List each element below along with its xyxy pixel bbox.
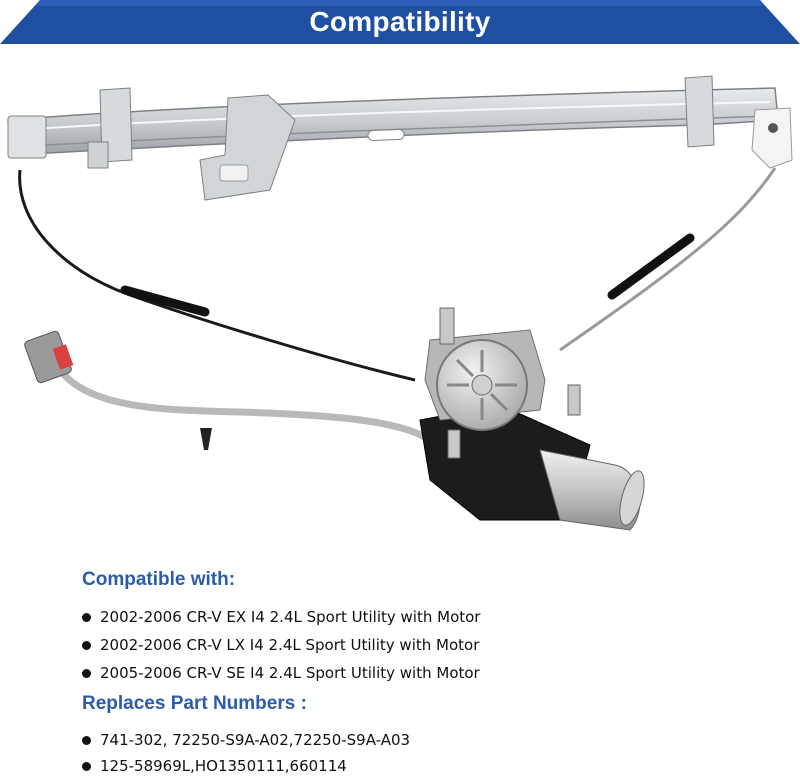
bullet-icon [82, 613, 91, 622]
replaces-part-numbers-heading: Replaces Part Numbers : [82, 693, 307, 714]
banner-title: Compatibility [309, 6, 491, 37]
list-item: 2005-2006 CR-V SE I4 2.4L Sport Utility … [82, 659, 480, 687]
bullet-icon [82, 669, 91, 678]
compatible-vehicle-list: 2002-2006 CR-V EX I4 2.4L Sport Utility … [82, 603, 480, 687]
list-item-text: 2002-2006 CR-V LX I4 2.4L Sport Utility … [100, 636, 480, 654]
window-regulator-product-image [7, 75, 793, 531]
list-item-text: 741-302, 72250-S9A-A02,72250-S9A-A03 [100, 731, 411, 749]
list-item: 125-58969L,HO1350111,660114 [82, 753, 410, 779]
list-item: 2002-2006 CR-V EX I4 2.4L Sport Utility … [82, 603, 480, 631]
banner-shape [0, 0, 800, 44]
list-item: 741-302, 72250-S9A-A02,72250-S9A-A03 [82, 727, 410, 753]
list-item-text: 2005-2006 CR-V SE I4 2.4L Sport Utility … [100, 664, 480, 682]
list-item-text: 2002-2006 CR-V EX I4 2.4L Sport Utility … [100, 608, 481, 626]
list-item-text: 125-58969L,HO1350111,660114 [100, 757, 347, 775]
bullet-icon [82, 736, 91, 745]
list-item: 2002-2006 CR-V LX I4 2.4L Sport Utility … [82, 631, 480, 659]
bullet-icon [82, 641, 91, 650]
part-number-list: 741-302, 72250-S9A-A02,72250-S9A-A03 125… [82, 727, 410, 779]
title-banner: Compatibility [0, 0, 800, 44]
compatible-with-heading: Compatible with: [82, 569, 236, 590]
bullet-icon [82, 762, 91, 771]
